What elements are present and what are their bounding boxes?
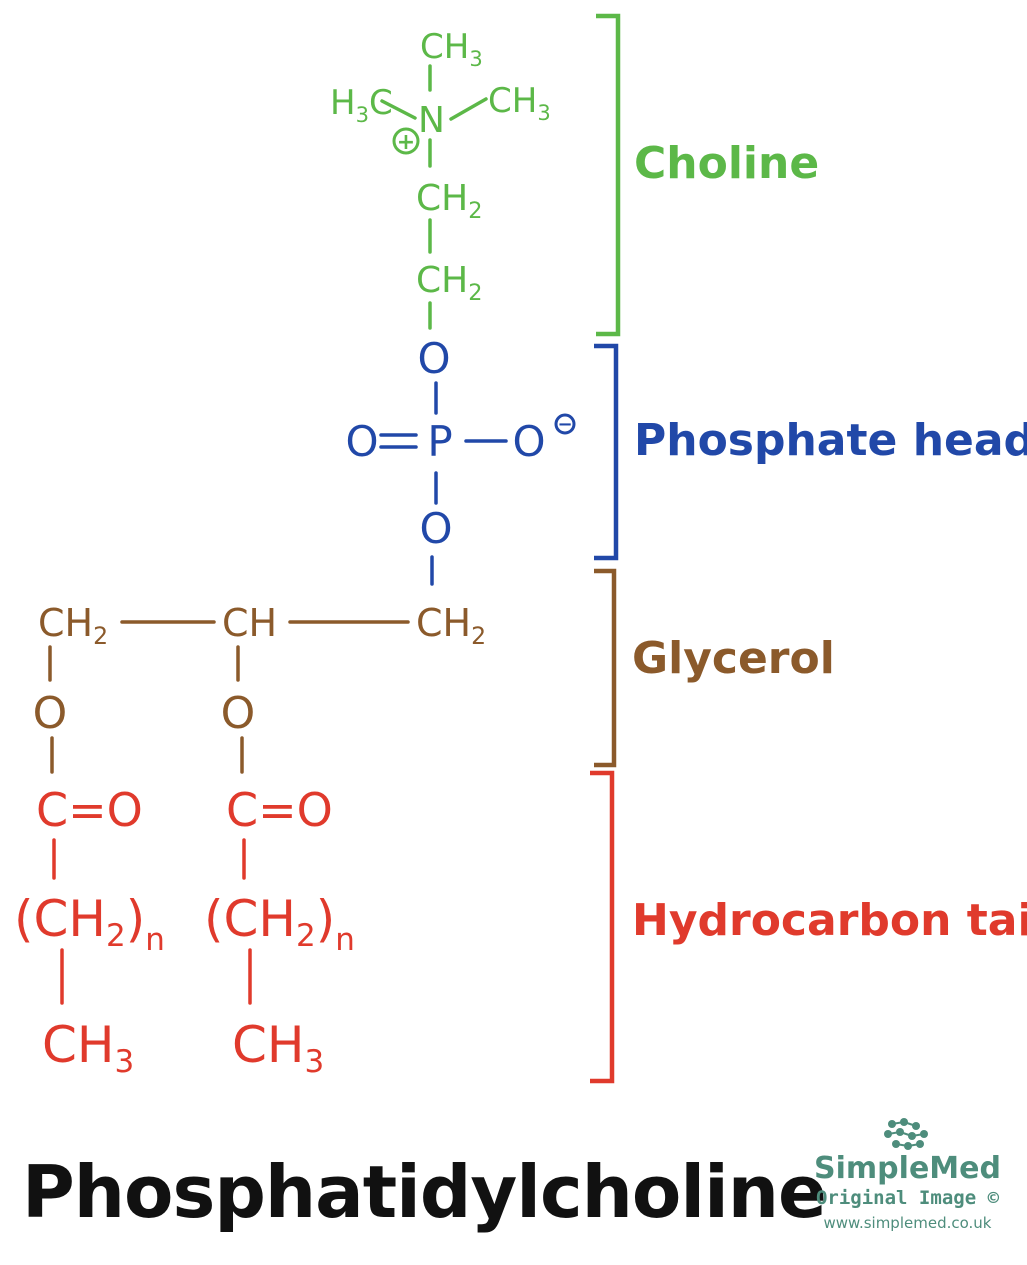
bond-n-ch3-left	[380, 99, 417, 120]
simplemed-logo: SimpleMed Original Image © www.simplemed…	[800, 1118, 1015, 1248]
positive-charge-sign: +	[397, 130, 415, 155]
label-phosphate-head: Phosphate head	[634, 415, 1027, 466]
glycerol-group: CH2 CH CH2 O O	[33, 601, 486, 774]
positive-charge-circle	[392, 127, 420, 155]
choline-bonds	[380, 64, 488, 330]
phosphate-bonds	[379, 381, 508, 586]
bond-n-ch3-right	[449, 97, 488, 121]
atom-o-top: O	[417, 334, 450, 383]
page-title: Phosphatidylcholine	[22, 1150, 827, 1234]
label-choline: Choline	[634, 138, 819, 189]
negative-charge-circle	[554, 413, 576, 435]
logo-brand-name: SimpleMed	[814, 1151, 1001, 1186]
bracket-phosphate: Phosphate head	[594, 343, 1027, 561]
tail2-terminal-ch3: CH3	[232, 1016, 324, 1080]
atom-o-left: O	[345, 417, 378, 466]
glycerol-bonds	[48, 620, 410, 774]
atom-ch2-lower: CH2	[416, 260, 482, 306]
atom-ch3-right: CH3	[488, 81, 551, 125]
molecule-logo-icon	[883, 1118, 928, 1150]
tail1-terminal-ch3: CH3	[42, 1016, 134, 1080]
logo-url: www.simplemed.co.uk	[823, 1214, 992, 1232]
atom-o-left: O	[33, 688, 68, 739]
atom-phosphorus: P	[427, 417, 452, 466]
bracket-hydrocarbon: Hydrocarbon tails	[590, 770, 1027, 1084]
atom-ch2-upper: CH2	[416, 178, 482, 224]
tail1-carbonyl: C=O	[36, 783, 143, 837]
phosphate-group: O O P O − O	[345, 334, 576, 586]
label-glycerol: Glycerol	[632, 633, 835, 684]
bracket-glycerol: Glycerol	[594, 568, 835, 768]
atom-o-right: O	[512, 417, 545, 466]
atom-ch3-left: H3C	[330, 83, 393, 127]
negative-charge-sign: −	[557, 414, 572, 435]
choline-group: CH3 H3C N CH3 + CH2 CH2	[330, 27, 551, 330]
atom-o-mid: O	[221, 688, 256, 739]
tail1-chain: (CH2)n	[14, 890, 165, 958]
atom-ch2-right: CH2	[416, 601, 486, 650]
atom-o-bottom: O	[419, 504, 452, 553]
bracket-choline: Choline	[596, 13, 819, 337]
tail2-chain: (CH2)n	[204, 890, 355, 958]
tail2-carbonyl: C=O	[226, 783, 333, 837]
label-hydrocarbon-tails: Hydrocarbon tails	[632, 895, 1027, 946]
atom-ch-mid: CH	[222, 601, 277, 645]
logo-subtitle: Original Image ©	[815, 1187, 1000, 1209]
atom-ch3-top: CH3	[420, 27, 483, 71]
atom-nitrogen: N	[418, 100, 445, 141]
hydrocarbon-group: C=O (CH2)n CH3 C=O (CH2)n CH3	[14, 783, 355, 1080]
atom-ch2-left: CH2	[38, 601, 108, 650]
hydrocarbon-bonds	[52, 838, 252, 1005]
